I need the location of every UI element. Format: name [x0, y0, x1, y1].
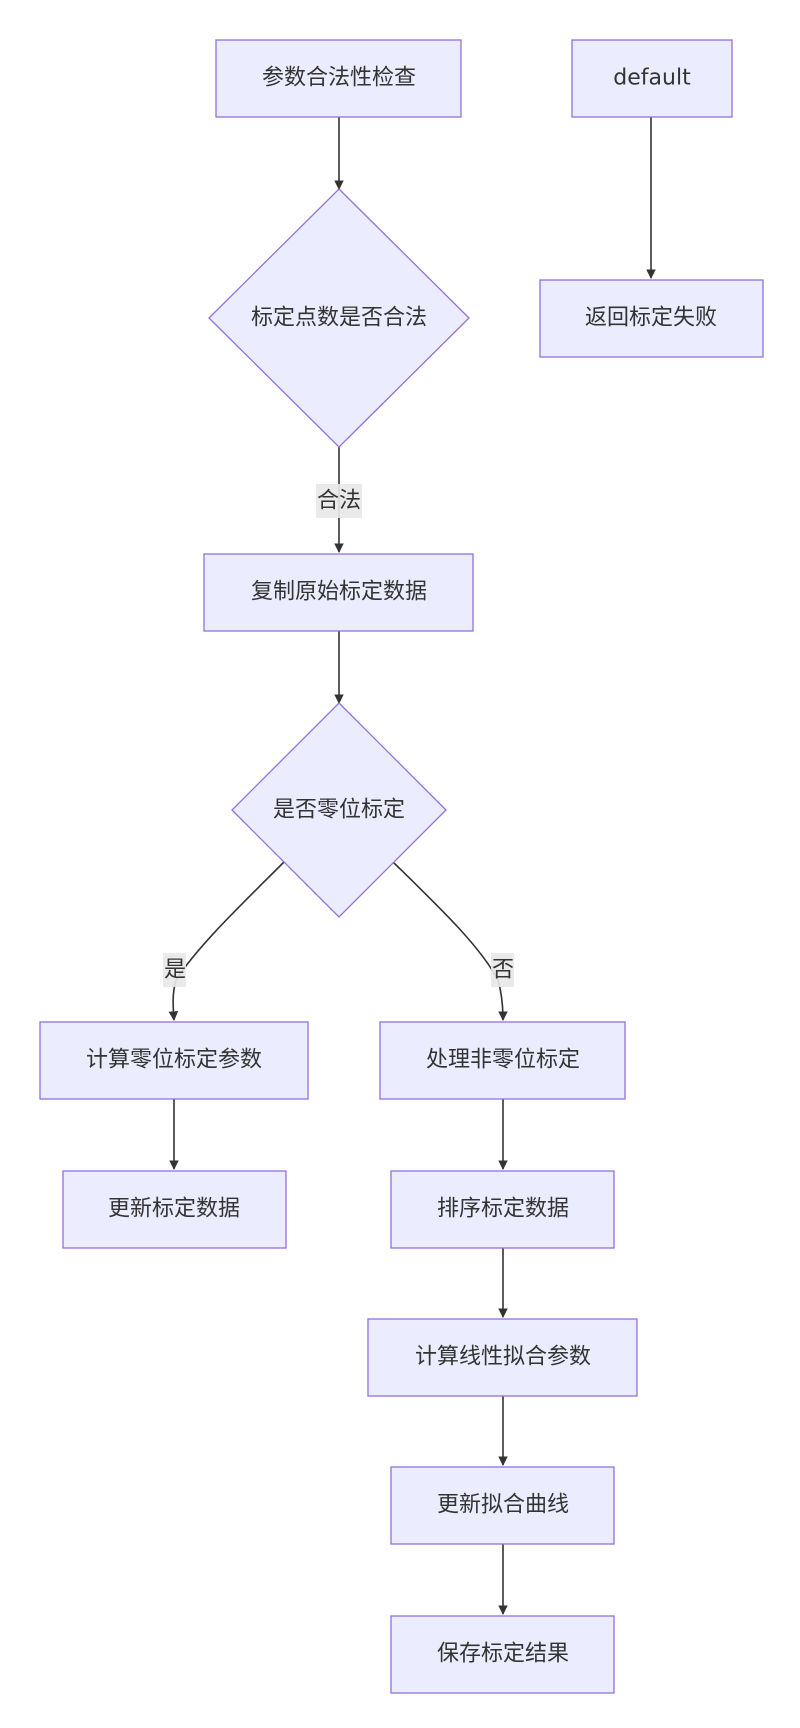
node-handle-nonzero-label: 处理非零位标定 — [426, 1048, 580, 1073]
node-sort-data: 排序标定数据 — [390, 1170, 615, 1249]
edge-label-no-text: 否 — [492, 958, 514, 983]
node-default-label: default — [613, 66, 691, 91]
edge-label-yes: 是 — [163, 953, 186, 987]
node-copy-data-label: 复制原始标定数据 — [251, 580, 427, 605]
edge-is-zero-to-calc-zero — [168, 861, 285, 1021]
node-param-check-label: 参数合法性检查 — [262, 66, 416, 91]
node-save-result-label: 保存标定结果 — [437, 1642, 569, 1667]
node-is-zero: 是否零位标定 — [231, 702, 447, 918]
node-points-valid: 标定点数是否合法 — [208, 188, 470, 448]
node-update-data: 更新标定数据 — [62, 1170, 287, 1249]
node-calc-linear: 计算线性拟合参数 — [367, 1318, 638, 1397]
edge-is-zero-to-handle-nonzero — [392, 861, 508, 1021]
node-calc-zero-label: 计算零位标定参数 — [86, 1048, 262, 1073]
node-copy-data: 复制原始标定数据 — [203, 553, 474, 632]
node-is-zero-label: 是否零位标定 — [273, 798, 405, 823]
node-points-valid-label: 标定点数是否合法 — [251, 306, 427, 331]
edge-label-valid-text: 合法 — [317, 489, 361, 514]
node-update-curve-label: 更新拟合曲线 — [437, 1493, 569, 1518]
node-calc-zero: 计算零位标定参数 — [39, 1021, 309, 1100]
node-update-data-label: 更新标定数据 — [108, 1197, 240, 1222]
node-handle-nonzero: 处理非零位标定 — [379, 1021, 626, 1100]
edge-label-yes-text: 是 — [164, 958, 186, 983]
node-default: default — [571, 39, 733, 118]
node-save-result: 保存标定结果 — [390, 1615, 615, 1694]
node-return-fail: 返回标定失败 — [539, 279, 764, 358]
node-sort-data-label: 排序标定数据 — [437, 1197, 569, 1222]
node-update-curve: 更新拟合曲线 — [390, 1466, 615, 1545]
node-param-check: 参数合法性检查 — [215, 39, 462, 118]
edge-label-valid: 合法 — [316, 484, 362, 518]
node-return-fail-label: 返回标定失败 — [585, 306, 717, 331]
edge-label-no: 否 — [491, 953, 514, 987]
node-calc-linear-label: 计算线性拟合参数 — [415, 1345, 591, 1370]
